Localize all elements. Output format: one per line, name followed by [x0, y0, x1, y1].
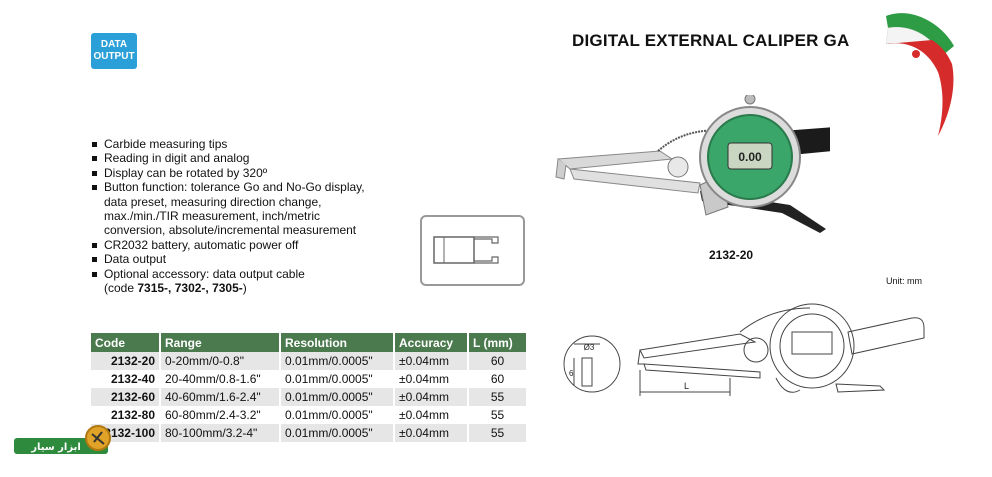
- table-header-row: Code Range Resolution Accuracy L (mm): [91, 333, 528, 352]
- page-title: DIGITAL EXTERNAL CALIPER GA: [572, 31, 850, 50]
- cell-length: 55: [468, 424, 528, 442]
- cell-resolution: 0.01mm/0.0005": [280, 388, 395, 406]
- cell-resolution: 0.01mm/0.0005": [280, 406, 395, 424]
- length-label: L: [684, 381, 689, 391]
- watermark-logo: ابزار سیار: [12, 424, 112, 460]
- feature-item: Button function: tolerance Go and No-Go …: [91, 180, 411, 238]
- cell-code: 2132-40: [91, 370, 161, 388]
- feature-item: Display can be rotated by 320º: [91, 166, 411, 180]
- cell-accuracy: ±0.04mm: [394, 352, 469, 370]
- cell-accuracy: ±0.04mm: [394, 370, 469, 388]
- column-header: Code: [91, 333, 161, 352]
- cell-accuracy: ±0.04mm: [394, 388, 469, 406]
- cell-length: 60: [468, 352, 528, 370]
- feature-item: Reading in digit and analog: [91, 151, 411, 165]
- column-header: Range: [160, 333, 281, 352]
- model-label: 2132-20: [709, 248, 754, 262]
- column-header: Resolution: [280, 333, 395, 352]
- table-row: 2132-100 80-100mm/3.2-4" 0.01mm/0.0005" …: [91, 424, 528, 442]
- accessory-codes: 7315-, 7302-, 7305-: [137, 281, 243, 296]
- column-header: Accuracy: [394, 333, 469, 352]
- badge-line-1: DATA: [100, 39, 128, 50]
- table-row: 2132-20 0-20mm/0-0.8" 0.01mm/0.0005" ±0.…: [91, 352, 528, 370]
- cell-code: 2132-60: [91, 388, 161, 406]
- data-output-badge: DATA OUTPUT: [91, 33, 137, 69]
- outside-caliper-tip-icon: [433, 236, 499, 264]
- cell-resolution: 0.01mm/0.0005": [280, 370, 395, 388]
- cell-code: 2132-80: [91, 406, 161, 424]
- flag-logo-icon: [885, 13, 954, 136]
- cell-accuracy: ±0.04mm: [394, 424, 469, 442]
- watermark-text: ابزار سیار: [30, 442, 81, 453]
- cell-range: 40-60mm/1.6-2.4": [160, 388, 281, 406]
- unit-note: Unit: mm: [886, 276, 922, 286]
- spec-table: Code Range Resolution Accuracy L (mm) 21…: [91, 333, 528, 442]
- caliper-product-image: 0.00: [555, 95, 830, 233]
- feature-item: Optional accessory: data output cable(co…: [91, 267, 411, 296]
- feature-list: Carbide measuring tips Reading in digit …: [91, 137, 411, 295]
- table-row: 2132-60 40-60mm/1.6-2.4" 0.01mm/0.0005" …: [91, 388, 528, 406]
- feature-item: CR2032 battery, automatic power off: [91, 238, 411, 252]
- cell-code: 2132-20: [91, 352, 161, 370]
- height-label: 6: [569, 369, 574, 378]
- cell-resolution: 0.01mm/0.0005": [280, 352, 395, 370]
- cell-length: 60: [468, 370, 528, 388]
- cell-length: 55: [468, 406, 528, 424]
- column-header: L (mm): [468, 333, 528, 352]
- table-row: 2132-80 60-80mm/2.4-3.2" 0.01mm/0.0005" …: [91, 406, 528, 424]
- display-reading: 0.00: [738, 150, 762, 164]
- cell-length: 55: [468, 388, 528, 406]
- tip-shape-thumbnail: [420, 215, 525, 286]
- cell-range: 0-20mm/0-0.8": [160, 352, 281, 370]
- cell-range: 80-100mm/3.2-4": [160, 424, 281, 442]
- cell-range: 20-40mm/0.8-1.6": [160, 370, 281, 388]
- cell-range: 60-80mm/2.4-3.2": [160, 406, 281, 424]
- diameter-label: Ø3: [584, 343, 595, 352]
- feature-item: Data output: [91, 252, 411, 266]
- cell-resolution: 0.01mm/0.0005": [280, 424, 395, 442]
- technical-drawing: Ø3 6 L: [563, 303, 925, 396]
- badge-line-2: OUTPUT: [93, 51, 135, 62]
- table-row: 2132-40 20-40mm/0.8-1.6" 0.01mm/0.0005" …: [91, 370, 528, 388]
- feature-item: Carbide measuring tips: [91, 137, 411, 151]
- cell-accuracy: ±0.04mm: [394, 406, 469, 424]
